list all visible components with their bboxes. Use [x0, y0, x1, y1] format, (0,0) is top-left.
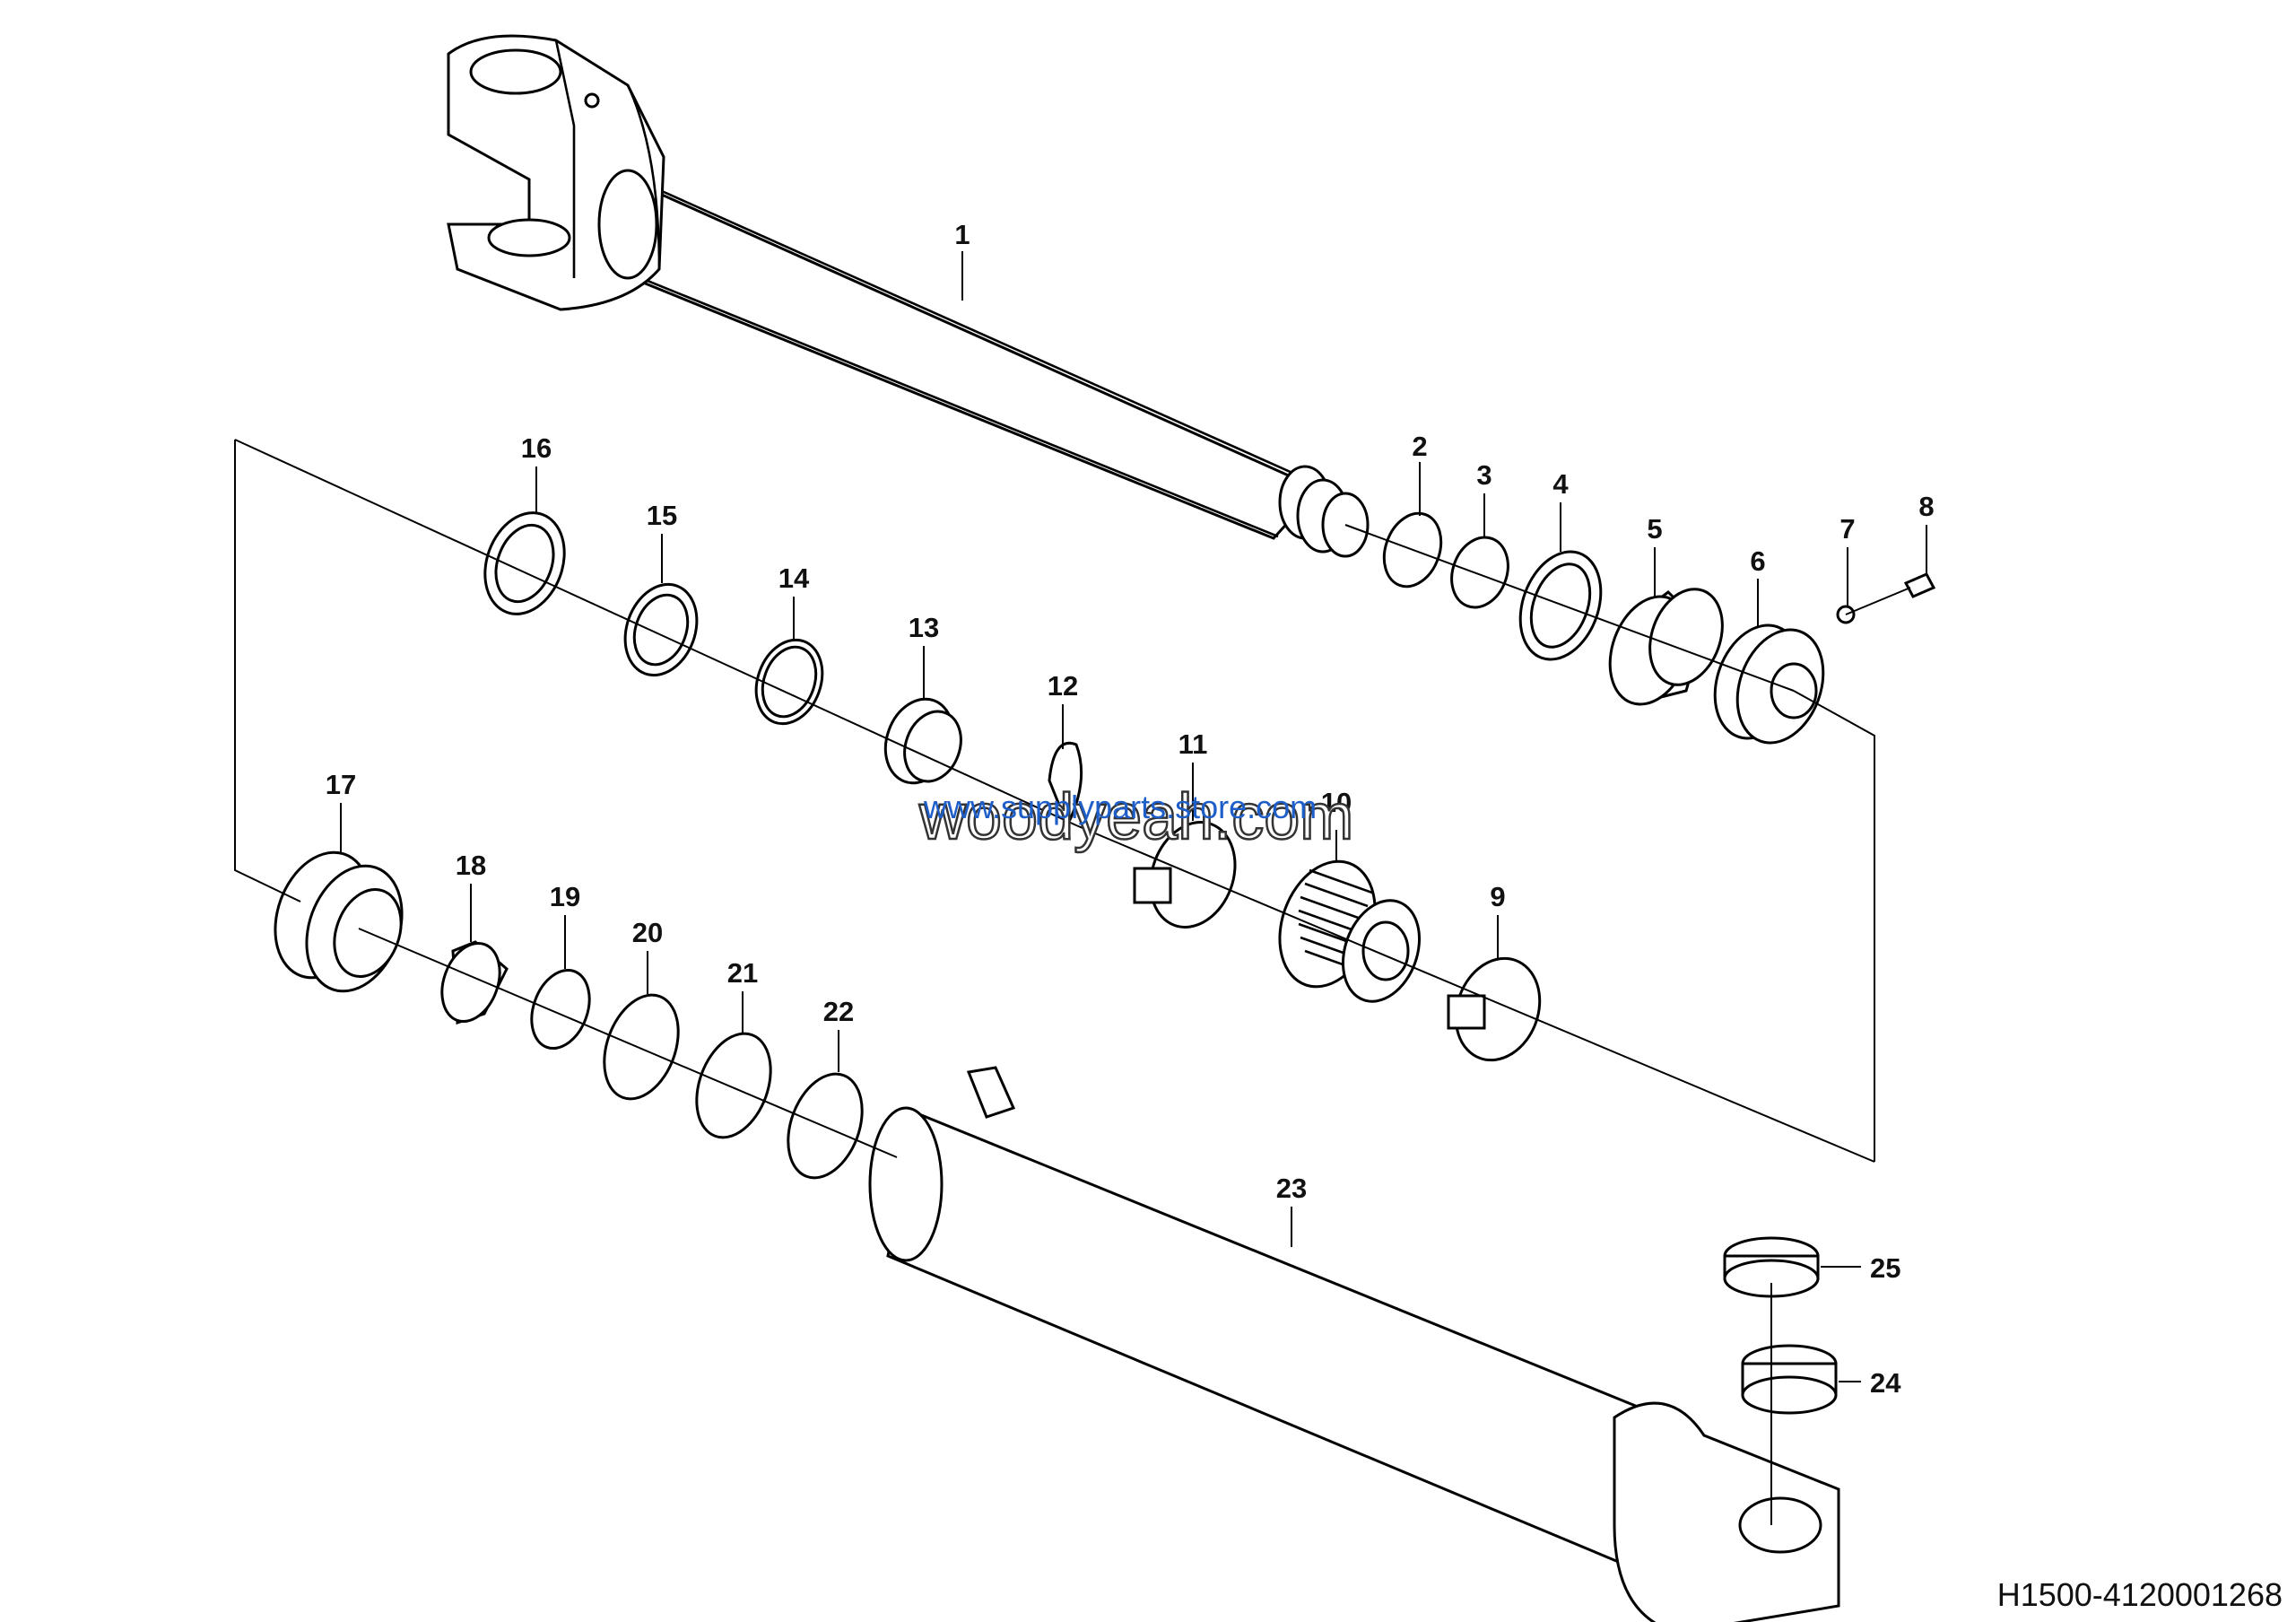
- part-15-rod-seal: [623, 582, 699, 677]
- part-25-bushing: [1723, 1236, 1820, 1298]
- watermark: woodyeah.com www.supplyparts.store.com: [918, 780, 1355, 855]
- part-3-backup-ring: [1450, 536, 1509, 609]
- callout-14: 14: [778, 562, 810, 594]
- callout-20: 20: [632, 917, 663, 948]
- callout-25: 25: [1870, 1252, 1900, 1284]
- callout-7: 7: [1839, 513, 1855, 545]
- part-12-retaining-ring: [1048, 742, 1083, 829]
- callout-12: 12: [1048, 670, 1078, 702]
- callout-2: 2: [1412, 431, 1427, 462]
- part-8-set-screw: [1903, 572, 1936, 598]
- part-20-o-ring: [603, 993, 680, 1101]
- callout-19: 19: [550, 881, 580, 912]
- part-5-wear-ring: [1608, 588, 1724, 706]
- callout-22: 22: [823, 996, 854, 1027]
- part-19-snap-ring: [530, 968, 591, 1051]
- callout-10: 10: [1321, 787, 1352, 818]
- callout-24: 24: [1870, 1367, 1901, 1399]
- callout-23: 23: [1276, 1173, 1307, 1204]
- part-16-wiper: [483, 511, 566, 615]
- callout-3: 3: [1476, 459, 1492, 491]
- part-6-piston: [1713, 624, 1825, 745]
- watermark-primary: woodyeah.com: [918, 781, 1353, 853]
- callout-8: 8: [1918, 491, 1934, 522]
- part-1-piston-rod: [447, 34, 1370, 558]
- callout-numbers: 1 2 3 4 5 6 7 8 9 10 11 12 13 14 15 16 1…: [326, 219, 1935, 1399]
- callout-11: 11: [1178, 728, 1208, 760]
- callout-5: 5: [1647, 513, 1662, 545]
- watermark-secondary: www.supplyparts.store.com: [923, 789, 1317, 825]
- part-13-bushing: [883, 697, 962, 785]
- part-10-gland: [1278, 859, 1422, 1003]
- callout-1: 1: [954, 219, 970, 250]
- callout-16: 16: [521, 432, 552, 464]
- part-9-hose-clamp: [1447, 956, 1542, 1062]
- part-21-o-ring: [695, 1032, 772, 1139]
- part-23-cylinder-barrel: [868, 1066, 1840, 1622]
- part-18-wear-ring: [440, 940, 509, 1025]
- part-17-cylinder-head: [274, 850, 404, 993]
- callout-18: 18: [456, 850, 486, 881]
- callout-15: 15: [647, 500, 677, 531]
- callout-21: 21: [727, 957, 758, 989]
- callout-17: 17: [326, 769, 356, 800]
- callout-13: 13: [909, 612, 939, 643]
- callout-4: 4: [1552, 468, 1569, 500]
- part-14-backup-ring: [754, 638, 824, 726]
- callout-6: 6: [1750, 545, 1765, 577]
- callout-9: 9: [1490, 881, 1505, 912]
- part-4-piston-seal: [1518, 550, 1603, 661]
- drawing-code: H1500-4120001268: [1997, 1576, 2283, 1613]
- part-24-spherical-bearing: [1741, 1344, 1838, 1415]
- assembly-centerlines: [234, 439, 1911, 1525]
- callout-leaders: [340, 251, 1927, 1382]
